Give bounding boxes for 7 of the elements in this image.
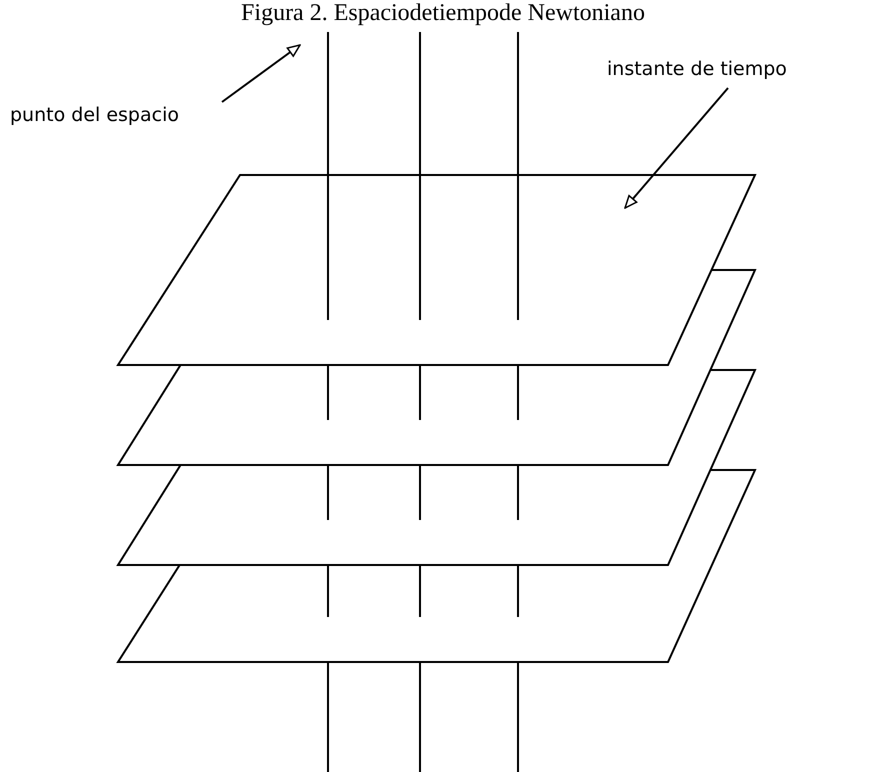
- annotation-label: punto del espacio: [10, 104, 179, 126]
- world-line: [327, 32, 329, 175]
- leader-arrow: [221, 44, 301, 103]
- annotation-label: instante de tiempo: [607, 58, 787, 80]
- figure-title: Figura 2. Espaciodetiempode Newtoniano: [240, 0, 646, 27]
- leader-arrow: [624, 87, 729, 209]
- time-plane: [116, 174, 757, 366]
